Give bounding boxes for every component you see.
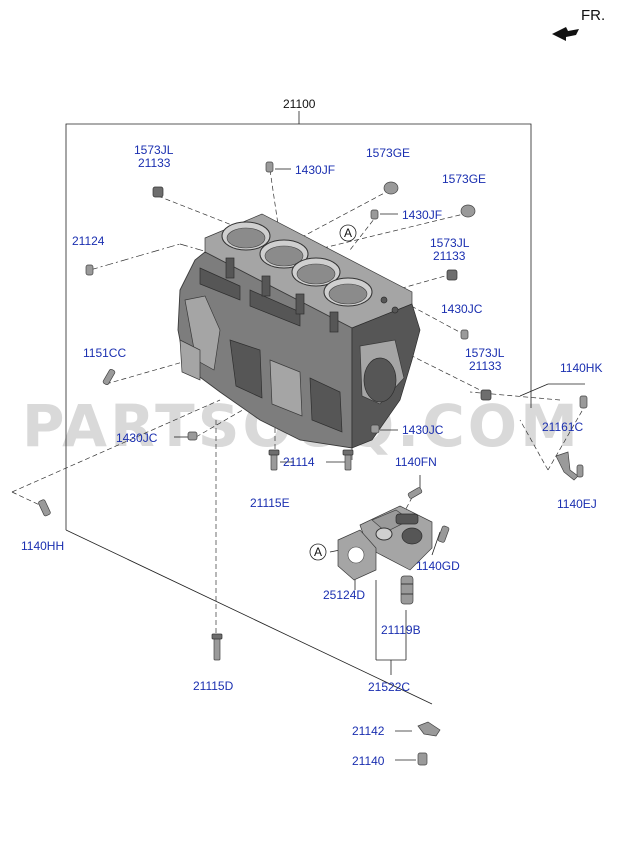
gasket-25124d-icon [337,529,377,581]
part-label-21114[interactable]: 21114 [283,455,315,469]
parts-icons [38,161,588,766]
part-label-21140[interactable]: 21140 [352,754,385,768]
bolt-1573jl-c-icon [480,389,492,401]
part-label-21133-top[interactable]: 21133 [138,156,171,170]
part-label-21522c[interactable]: 21522C [368,680,410,694]
stud-1151cc-icon [102,368,116,386]
sensor-21142-icon [417,721,441,737]
part-label-21115d[interactable]: 21115D [193,679,234,693]
plug-1430jc-left-icon [187,431,198,441]
part-label-21133-c[interactable]: 21133 [469,359,502,373]
plug-1430jc-right-icon [460,329,469,340]
pin-21124-icon [85,264,94,276]
bolt-1573jl-top-icon [152,186,164,198]
bolt-1573jl-b-icon [446,269,458,281]
part-label-1430jc-left[interactable]: 1430JC [116,431,158,445]
callout-marker-top: A [339,224,357,242]
assembly-outline: 21100 [65,97,532,705]
bolt-1140hh-icon [38,499,51,517]
cap-1573ge-b-icon [460,204,476,218]
cylinder-block [177,213,421,449]
coolant-housing-icon [359,505,433,571]
part-label-1140hk[interactable]: 1140HK [560,361,602,375]
bolt-1140hk-icon [579,395,588,409]
bolt-21140-icon [417,752,428,766]
bolt-1140ej-icon [576,464,584,478]
front-direction-indicator: FR. [552,7,605,41]
front-label: FR. [581,7,605,24]
part-label-1430jf-mid[interactable]: 1430JF [402,208,442,222]
part-labels: 1573JL 21133 1430JF 1573GE 1573GE 1430JF… [21,143,602,768]
part-label-21115e[interactable]: 21115E [250,496,290,510]
part-label-1140hh[interactable]: 1140HH [21,539,64,553]
bolt-1140fn-icon [407,487,423,499]
part-label-25124d[interactable]: 25124D [323,588,365,602]
part-label-21124[interactable]: 21124 [72,234,105,248]
part-label-21142[interactable]: 21142 [352,724,385,738]
front-arrow-icon [552,27,579,41]
part-label-21133-b[interactable]: 21133 [433,249,466,263]
part-label-1573jl-top[interactable]: 1573JL [134,143,174,157]
part-label-1573ge-b[interactable]: 1573GE [442,172,486,186]
part-label-1573jl-c[interactable]: 1573JL [465,346,505,360]
bolt-1140gd-icon [437,525,450,543]
part-label-1140gd[interactable]: 1140GD [416,559,460,573]
plug-1430jc-bottom-icon [370,424,380,434]
bolt-21115d-icon [211,633,223,661]
part-label-1140ej[interactable]: 1140EJ [557,497,597,511]
part-label-1430jf-top[interactable]: 1430JF [295,163,335,177]
part-label-1430jc-right[interactable]: 1430JC [441,302,483,316]
cap-1573ge-a-icon [383,181,399,195]
part-label-21119b[interactable]: 21119B [381,623,421,637]
plug-1430jf-top-icon [265,161,274,173]
callout-marker-bottom: A [309,543,327,561]
plug-1430jf-mid-icon [370,209,379,220]
part-label-21161c[interactable]: 21161C [542,420,583,434]
bolt-21114-icon [342,449,354,471]
part-label-1573jl-b[interactable]: 1573JL [430,236,470,250]
dowel-21119b-icon [400,575,414,605]
part-label-1151cc[interactable]: 1151CC [83,346,126,360]
callout-letter: A [344,226,352,240]
part-label-1140fn[interactable]: 1140FN [395,455,437,469]
part-label-1573ge-a[interactable]: 1573GE [366,146,410,160]
part-label-1430jc-bottom[interactable]: 1430JC [402,423,444,437]
bolt-21115e-icon [268,449,280,471]
main-assembly-number: 21100 [283,97,316,111]
callout-letter: A [314,545,322,559]
